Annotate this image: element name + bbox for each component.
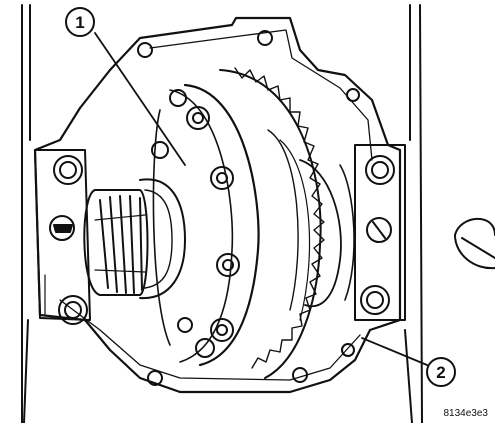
callout-1-label: 1 bbox=[75, 13, 84, 32]
adjuster-slots bbox=[49, 215, 495, 270]
ring-gear-bolts bbox=[151, 89, 240, 358]
cap-bolts bbox=[53, 155, 395, 325]
roller-bearing bbox=[83, 189, 149, 296]
callout-2-label: 2 bbox=[436, 363, 445, 382]
ring-gear bbox=[219, 67, 325, 379]
housing-rails bbox=[21, 4, 423, 423]
flange-bolt-holes bbox=[137, 30, 360, 386]
callout-2: 2 bbox=[426, 357, 456, 387]
housing-flange bbox=[33, 16, 402, 394]
callout-2-leader bbox=[361, 337, 428, 366]
right-bearing-cap bbox=[354, 144, 406, 321]
side-bearing-hub bbox=[139, 178, 186, 300]
differential-case bbox=[152, 83, 355, 367]
figure-code: 8134e3e3 bbox=[444, 408, 489, 419]
callout-1: 1 bbox=[65, 7, 95, 37]
callout-1-leader bbox=[94, 32, 186, 166]
left-bearing-cap bbox=[34, 149, 91, 321]
